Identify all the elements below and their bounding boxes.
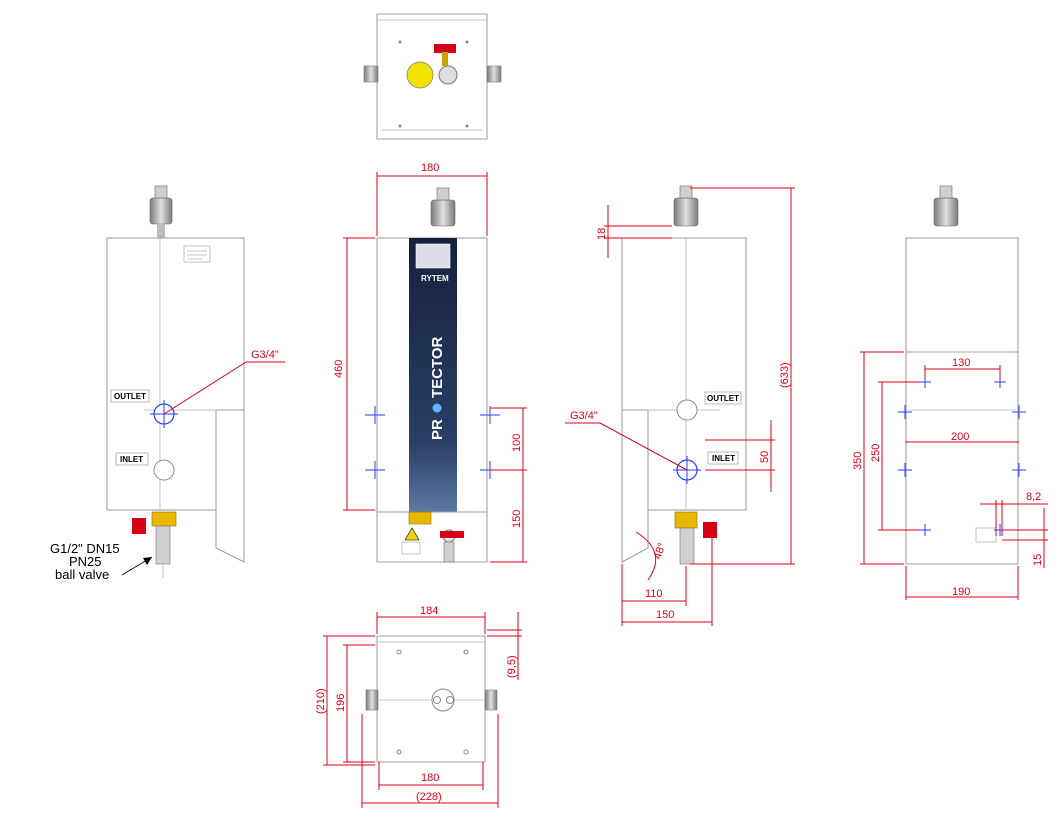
dim-bottom-180: 180 <box>421 772 439 784</box>
rear-view: 130 200 190 350 250 8,2 15 <box>852 185 1048 600</box>
dim-bottom-228: (228) <box>416 791 442 803</box>
thread-label-right: G3/4" <box>570 410 598 422</box>
dim-rear-width-200: 200 <box>951 431 969 443</box>
outlet-port-icon <box>676 399 698 421</box>
brand-panel <box>409 238 457 512</box>
left-side-view: OUTLET INLET G3/4" G1/2" DN15 PN25 ball … <box>50 185 285 582</box>
outlet-label-left: OUTLET <box>114 392 146 401</box>
air-vent-icon <box>673 197 699 227</box>
valve-note-line3: ball valve <box>55 567 109 582</box>
bottom-view: 184 180 (228) 196 (210) (9,5) <box>315 605 522 808</box>
dim-overall-height: (633) <box>779 362 791 388</box>
air-vent-icon <box>430 199 456 227</box>
valve-handle-icon <box>434 44 456 53</box>
dim-rear-offset-82: 8,2 <box>1026 491 1041 503</box>
dim-rear-offset-15: 15 <box>1032 554 1044 566</box>
dim-side-inlet-offset: 50 <box>759 451 771 463</box>
dim-front-spacing-lower: 150 <box>511 510 523 528</box>
dim-rear-width-190: 190 <box>952 586 970 598</box>
top-view <box>363 13 502 140</box>
ball-valve-icon <box>151 511 177 527</box>
inlet-label-right: INLET <box>712 454 735 463</box>
front-view: RYTEM PR TECTOR 180 460 100 150 <box>333 162 527 563</box>
display-window <box>415 243 451 269</box>
dim-bottom-184: 184 <box>420 605 438 617</box>
dim-rear-height-250: 250 <box>870 444 882 462</box>
dim-vent-offset: 18 <box>596 228 608 240</box>
dim-front-spacing-upper: 100 <box>511 434 523 452</box>
dim-front-width: 180 <box>421 162 439 174</box>
brand-logo: RYTEM <box>421 274 449 283</box>
ball-valve-top-icon <box>438 65 458 85</box>
inlet-label-left: INLET <box>120 455 143 464</box>
air-vent-icon <box>933 197 959 227</box>
mounting-markers <box>898 376 1026 536</box>
thread-label-left: G3/4" <box>251 349 279 361</box>
product-name-tector: TECTOR <box>429 336 446 398</box>
dim-bottom-210: (210) <box>315 688 327 714</box>
dim-rear-height-350: 350 <box>852 452 864 470</box>
outlet-label-right: OUTLET <box>707 394 739 403</box>
ball-valve-icon <box>674 511 698 529</box>
label-plate <box>183 245 211 263</box>
valve-note-line1: G1/2" DN15 <box>50 541 120 556</box>
water-drop-icon <box>432 403 442 413</box>
dim-rear-width-130: 130 <box>952 357 970 369</box>
air-vent-icon <box>149 197 173 225</box>
dim-bottom-95: (9,5) <box>506 655 518 678</box>
right-side-view: OUTLET INLET G3/4" (633) 18 50 110 150 4… <box>565 185 795 626</box>
dim-bottom-196: 196 <box>335 694 347 712</box>
valve-note-line2: PN25 <box>69 554 102 569</box>
dim-side-base-150: 150 <box>656 609 674 621</box>
warning-sign-icon <box>404 527 420 541</box>
dim-front-height: 460 <box>333 360 345 378</box>
inlet-port-icon <box>153 459 175 481</box>
yellow-cap-icon <box>406 61 434 89</box>
dim-side-base-110: 110 <box>645 588 663 600</box>
product-name-pr: PR <box>429 419 446 440</box>
dim-side-angle: 48° <box>652 541 669 561</box>
